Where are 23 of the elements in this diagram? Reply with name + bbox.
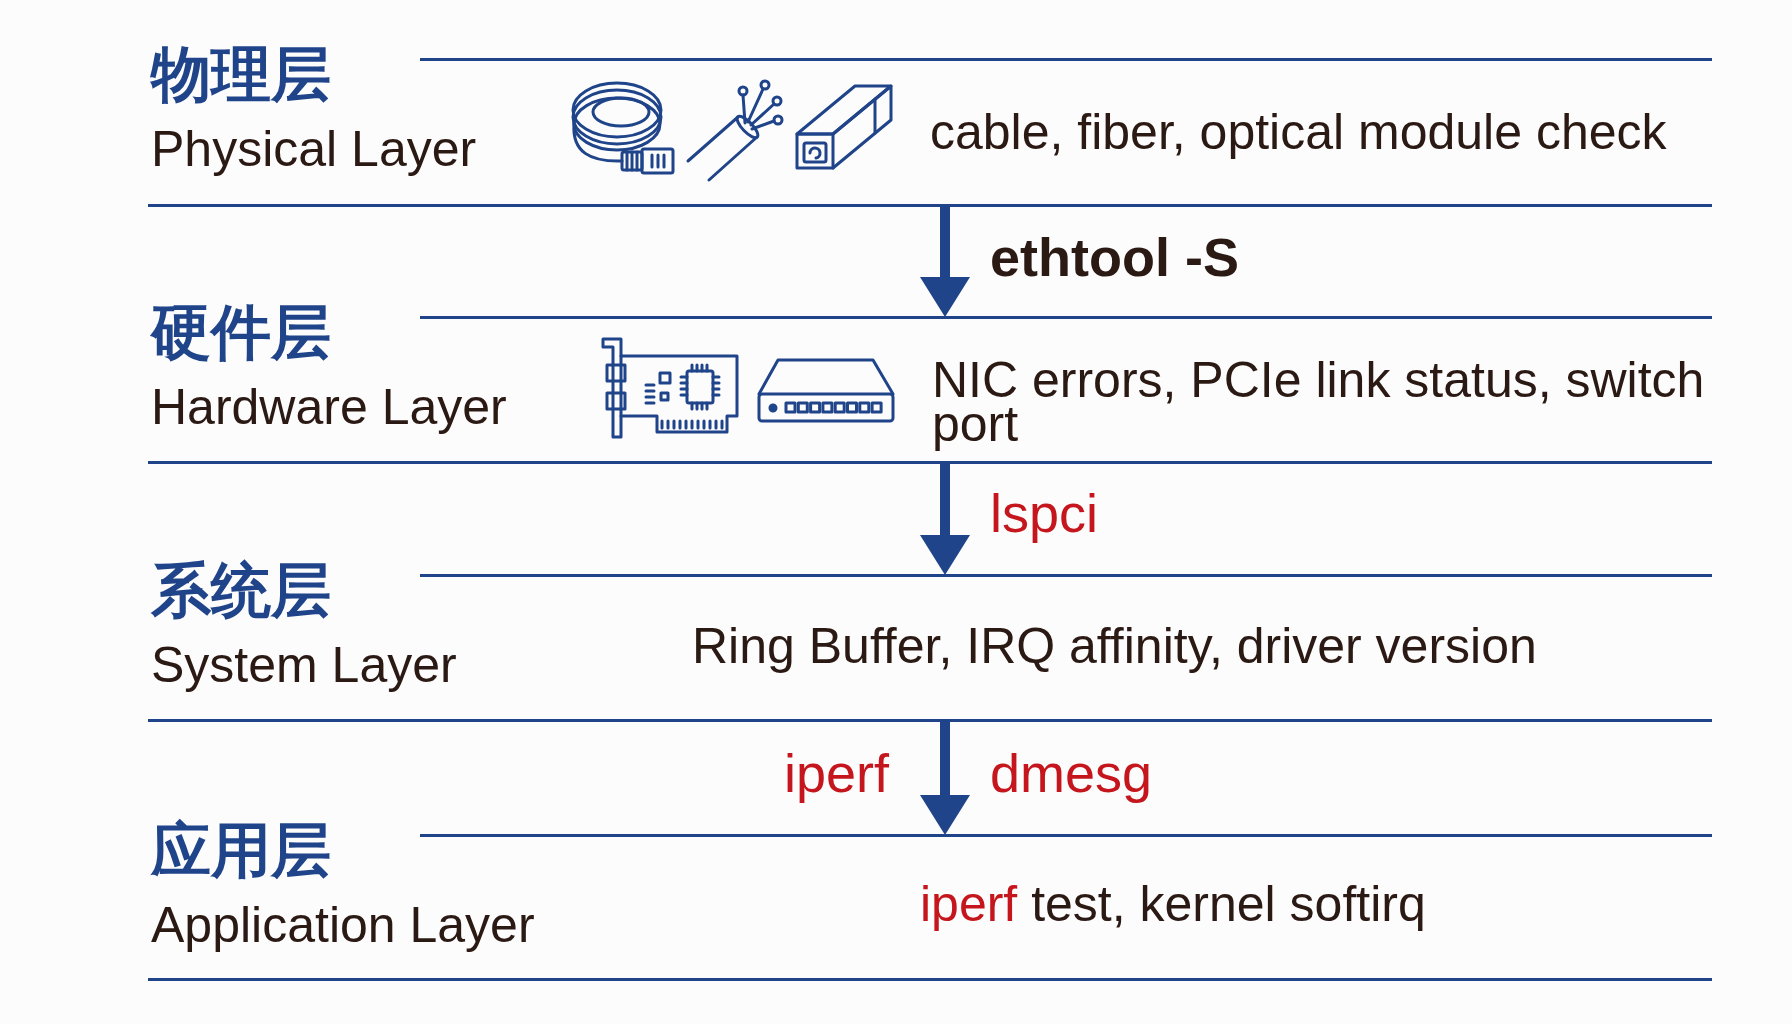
layer-subtitle: Physical Layer [151, 120, 477, 179]
edge-label: ethtool -S [990, 226, 1239, 289]
layer-band [148, 561, 1712, 722]
layer-description: iperf test, kernel softirq [920, 875, 1426, 934]
edge-label: lspci [990, 482, 1099, 545]
layer-title: 系统层 [151, 561, 331, 621]
layer-description: Ring Buffer, IRQ affinity, driver version [692, 617, 1537, 676]
layer-band [148, 303, 1712, 464]
layer-title: 硬件层 [151, 303, 331, 363]
layer-band [148, 821, 1712, 981]
edge-label: dmesg [990, 742, 1153, 805]
arrow [920, 206, 970, 317]
layer-subtitle: Application Layer [151, 896, 535, 955]
layer-title: 物理层 [151, 45, 331, 105]
layer-band [148, 45, 1712, 207]
layer-subtitle: Hardware Layer [151, 378, 507, 437]
arrow [920, 721, 970, 835]
layer-description: cable, fiber, optical module check [930, 103, 1667, 162]
layer-title: 应用层 [151, 821, 331, 881]
arrow [920, 463, 970, 575]
layer-subtitle: System Layer [151, 636, 457, 695]
command-label: iperf [784, 742, 890, 805]
layer-description: NIC errors, PCIe link status, switch port [932, 350, 1706, 454]
